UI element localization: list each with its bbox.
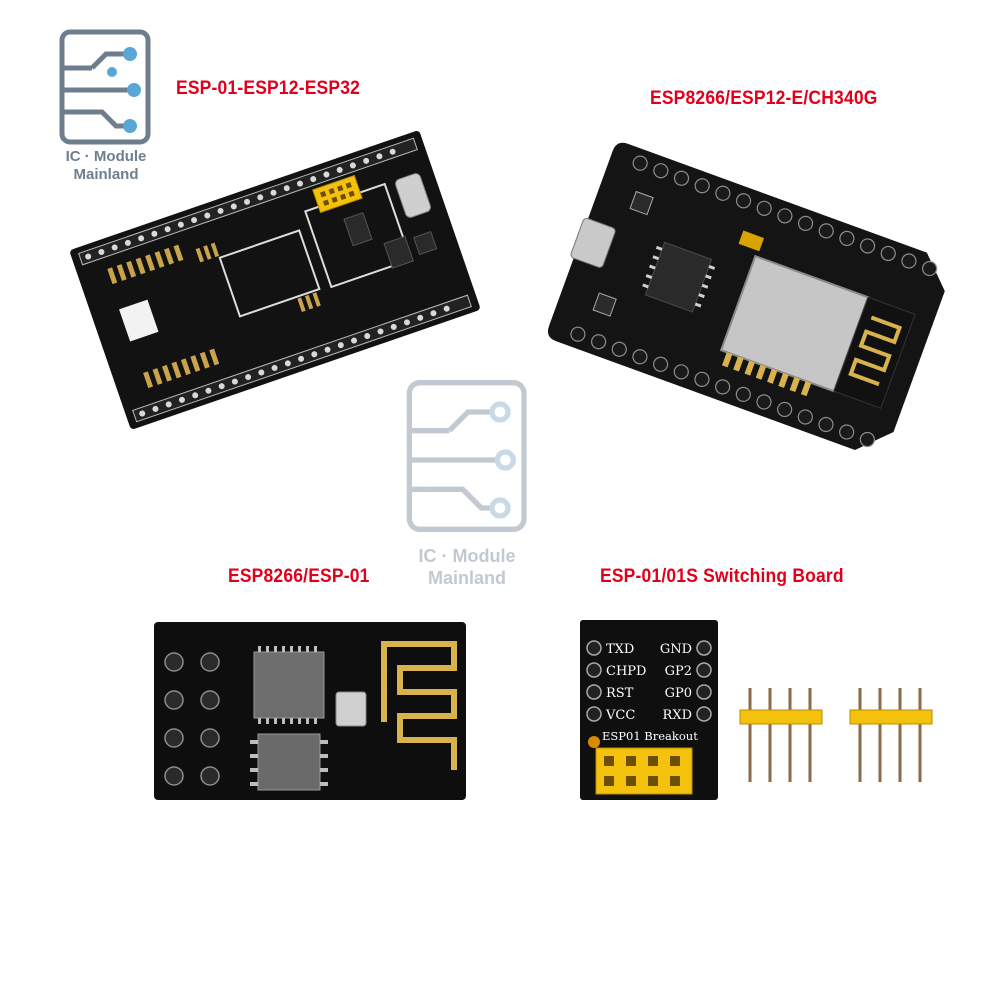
product-image-nodemcu: [530, 110, 970, 490]
pin-label-right-3: RXD: [663, 708, 692, 723]
pin-label-right-1: GP2: [665, 664, 692, 679]
product-image-breakout: TXD CHPD RST VCC GND GP2 GP0 RXD ESP01 B…: [580, 620, 718, 800]
watermark: IC · Module Mainland: [402, 376, 532, 596]
pin-label-right-0: GND: [660, 642, 692, 657]
brand-logo: IC · Module Mainland: [56, 28, 156, 188]
pin-label-right-2: GP0: [665, 686, 692, 701]
product-title-esp01: ESP8266/ESP-01: [228, 566, 370, 587]
watermark-line1: IC · Module: [418, 546, 516, 566]
pin-label-left-0: TXD: [606, 642, 634, 657]
pin-header-right: [846, 686, 936, 786]
product-title-nodemcu: ESP8266/ESP12-E/CH340G: [650, 88, 878, 109]
pin-label-left-2: RST: [606, 686, 634, 701]
product-image-esp32-adapter: [60, 110, 490, 450]
product-image-esp01: [154, 622, 466, 800]
pin-header-left: [736, 686, 826, 786]
pin-label-left-1: CHPD: [606, 664, 646, 679]
product-title-breakout: ESP-01/01S Switching Board: [600, 566, 844, 587]
breakout-caption: ESP01 Breakout: [602, 729, 698, 743]
circuit-watermark-icon: [406, 380, 527, 532]
product-title-esp32-adapter: ESP-01-ESP12-ESP32: [176, 78, 361, 99]
circuit-logo-icon: [59, 29, 151, 145]
pin-label-left-3: VCC: [605, 708, 635, 723]
brand-name-line1: IC · Module: [65, 148, 147, 165]
brand-name-line2: Mainland: [73, 166, 139, 183]
watermark-line2: Mainland: [427, 568, 506, 588]
